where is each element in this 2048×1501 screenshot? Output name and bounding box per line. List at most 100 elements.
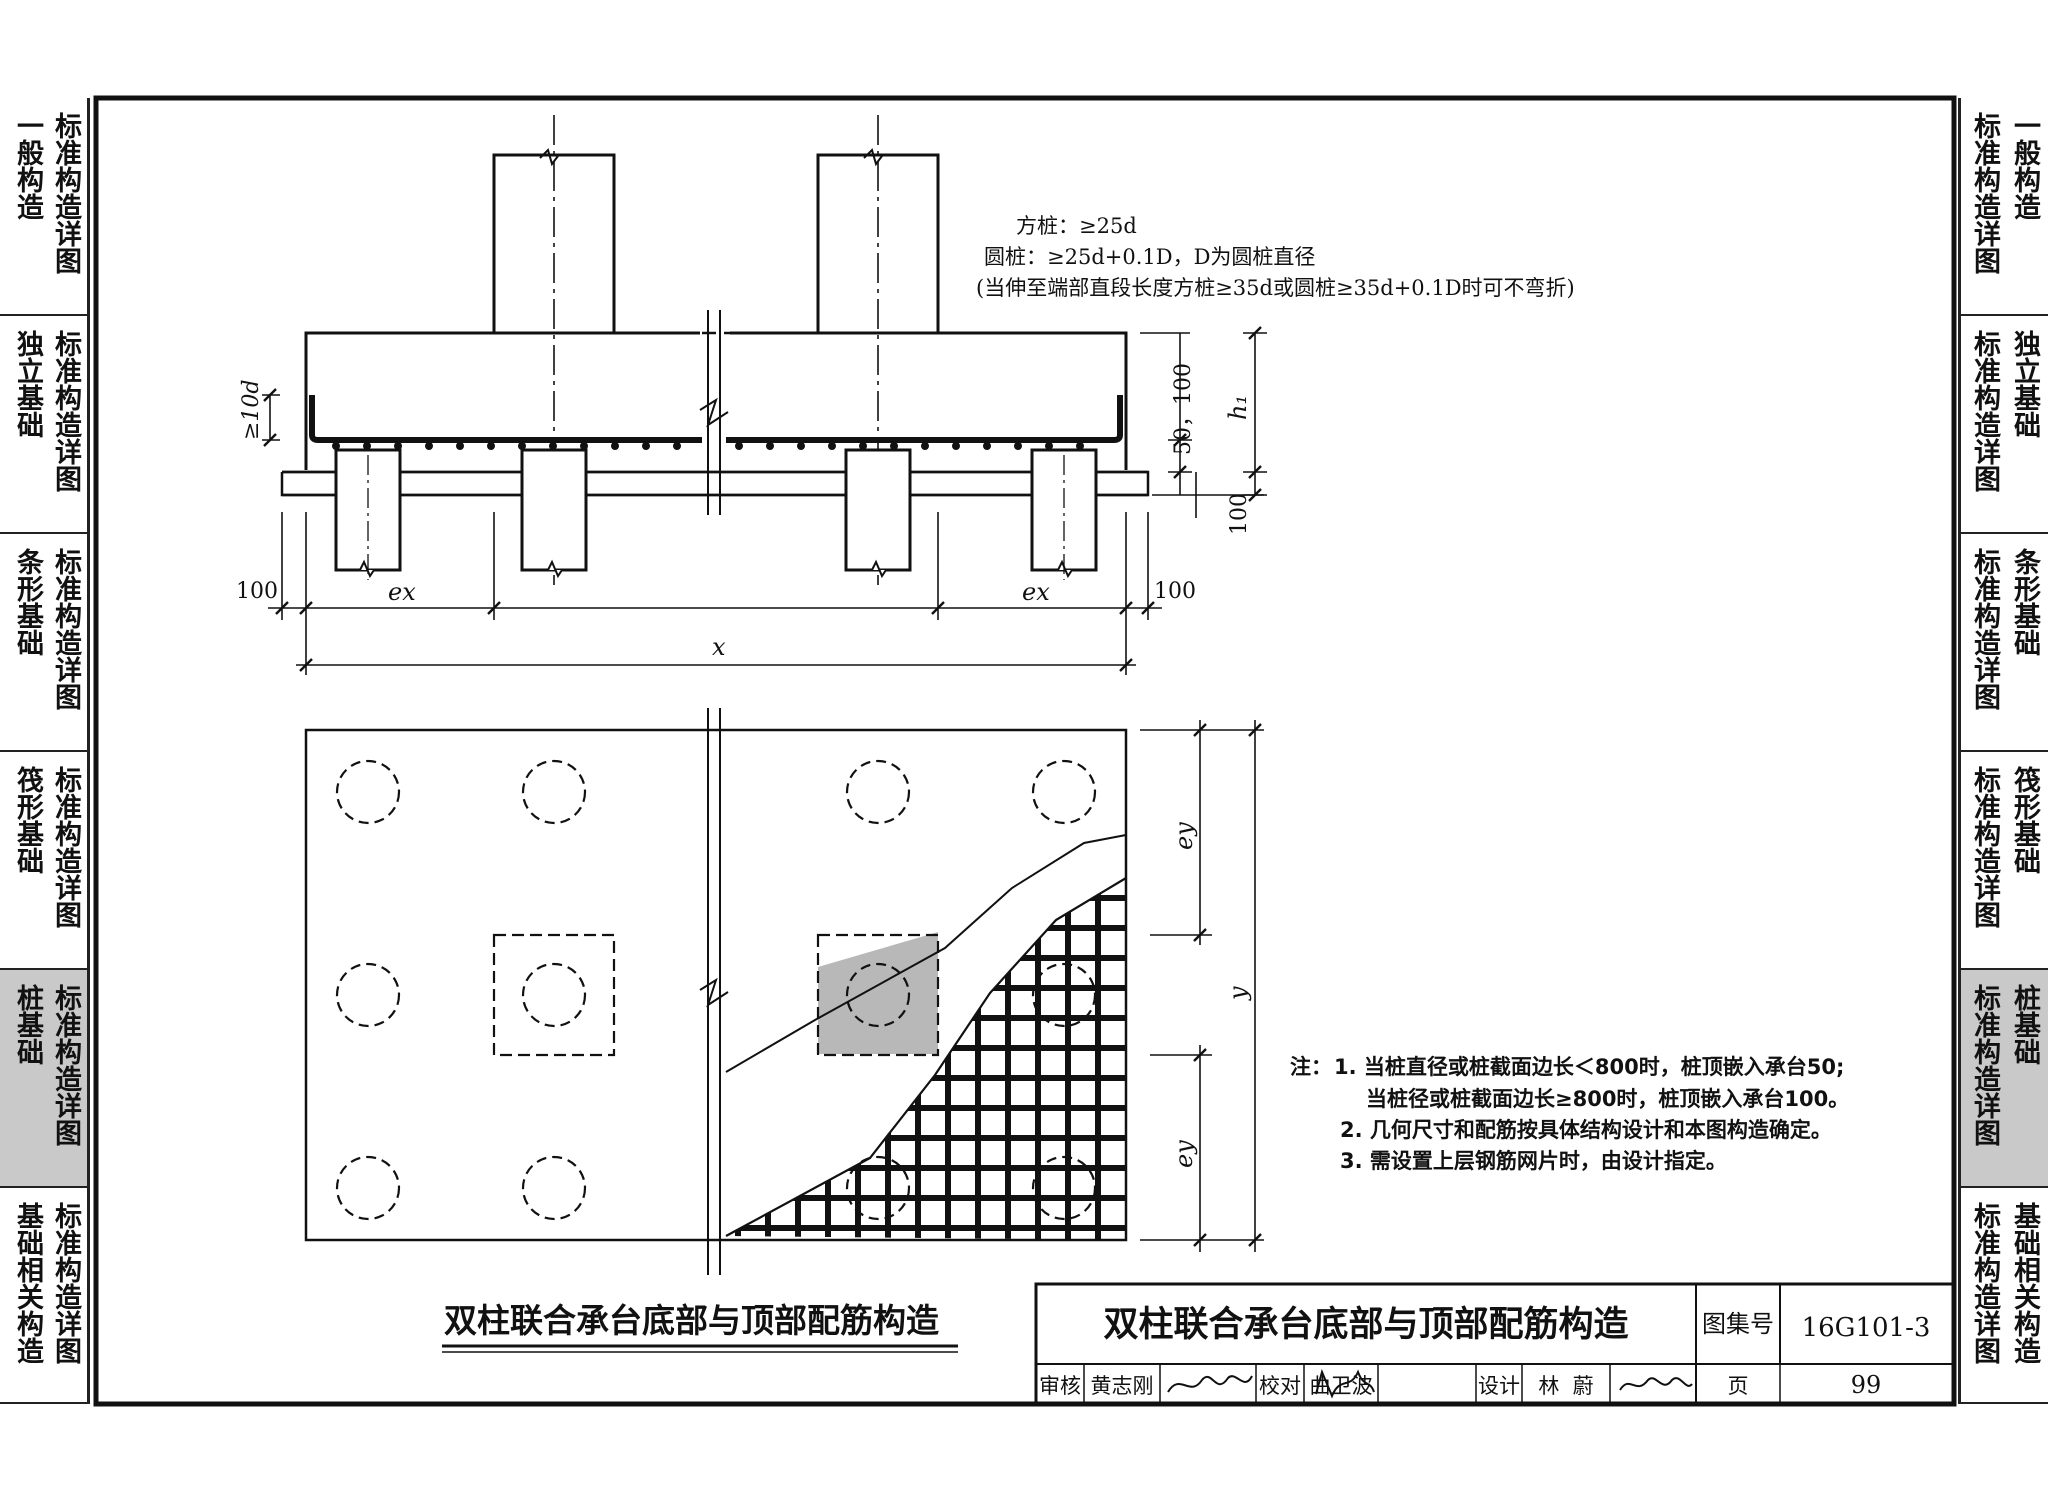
plan-labels: ey ey y (1170, 822, 1252, 1168)
dim-100-left: 100 (236, 579, 278, 604)
notes-prefix: 注： (1290, 1055, 1332, 1079)
side-tab-sub: 标准构造详图 (1969, 766, 2000, 928)
reviewer-signature (1167, 1375, 1253, 1393)
rebar-dot (859, 442, 867, 450)
side-tab-sub: 标准构造详图 (50, 330, 81, 492)
side-tab-label: 筏形基础 (12, 766, 43, 874)
checker-signature (1315, 1368, 1375, 1399)
rebar-dot (766, 442, 774, 450)
rebar-dot (425, 442, 433, 450)
rebar-dot (952, 442, 960, 450)
pile-plan-circle (335, 1155, 401, 1221)
side-tab-left-2[interactable]: 标准构造详图条形基础 (0, 534, 90, 752)
side-tab-sub: 标准构造详图 (50, 984, 81, 1146)
pile-plan-circle (845, 1155, 911, 1221)
section-view (280, 115, 1150, 585)
drawing-title-group: 双柱联合承台底部与顶部配筋构造 (442, 1301, 958, 1353)
side-tab-right-1[interactable]: 标准构造详图独立基础 (1958, 316, 2048, 534)
side-tab-right-3[interactable]: 标准构造详图筏形基础 (1958, 752, 2048, 970)
note-1b: 当桩径或桩截面边长≥800时，桩顶嵌入承台100。 (1366, 1087, 1849, 1111)
title-block (1034, 1282, 1956, 1406)
side-tab-sub: 标准构造详图 (50, 1202, 81, 1364)
pile-plan-circle (521, 759, 587, 825)
bottom-rebar-right (726, 395, 1123, 443)
rebar-dot (921, 442, 929, 450)
dim-x: x (712, 633, 726, 661)
side-tab-label: 一般构造 (2009, 112, 2040, 220)
pile-plan-circle (335, 962, 401, 1028)
bottom-rebar-left (309, 395, 702, 443)
side-tab-right-2[interactable]: 标准构造详图条形基础 (1958, 534, 2048, 752)
side-tab-label: 独立基础 (2009, 330, 2040, 438)
hook-length-label: ≥10d (239, 379, 264, 440)
side-tab-left-4[interactable]: 标准构造详图桩基础 (0, 970, 90, 1188)
side-tab-sub: 标准构造详图 (1969, 548, 2000, 710)
rebar-dot (1045, 442, 1053, 450)
dim-ey-bottom: ey (1170, 1140, 1198, 1168)
dim-ex-left: ex (388, 578, 416, 606)
check-label: 校对 (1259, 1374, 1301, 1398)
designer-signature (1619, 1377, 1693, 1391)
cap-height-label: h₁ (1224, 395, 1252, 420)
title-block-title: 双柱联合承台底部与顶部配筋构造 (1103, 1305, 1628, 1345)
note-1a: 1. 当桩直径或桩截面边长＜800时，桩顶嵌入承台50; (1334, 1055, 1844, 1079)
column-plan-right (816, 933, 940, 1057)
rebar-dot (1014, 442, 1022, 450)
side-tab-left-5[interactable]: 标准构造详图基础相关构造 (0, 1188, 90, 1404)
side-tab-label: 一般构造 (12, 112, 43, 220)
side-tab-sub: 标准构造详图 (1969, 1202, 2000, 1364)
side-tab-label: 桩基础 (12, 984, 43, 1065)
drawing-title: 双柱联合承台底部与顶部配筋构造 (444, 1301, 939, 1340)
column-plan-left (492, 933, 616, 1057)
side-tab-right-4[interactable]: 标准构造详图桩基础 (1958, 970, 2048, 1188)
rebar-dot (549, 442, 557, 450)
pile-plan-circle (845, 962, 911, 1028)
anchorage-note-3: (当伸至端部直段长度方桩≥35d或圆桩≥35d+0.1D时可不弯折) (976, 276, 1575, 300)
side-tab-label: 基础相关构造 (12, 1202, 43, 1364)
side-tab-label: 桩基础 (2009, 984, 2040, 1065)
rebar-dot (1076, 442, 1084, 450)
rebar-dot (828, 442, 836, 450)
dim-ex-right: ex (1022, 578, 1050, 606)
side-tab-sub: 标准构造详图 (1969, 330, 2000, 492)
rebar-dot (456, 442, 464, 450)
rebar-dot (394, 442, 402, 450)
pile-plan-circle (845, 759, 911, 825)
note-2: 2. 几何尺寸和配筋按具体结构设计和本图构造确定。 (1340, 1118, 1832, 1142)
title-block-texts: 双柱联合承台底部与顶部配筋构造 图集号 16G101-3 审核 黄志刚 校对 曲… (1039, 1305, 1930, 1399)
dim-ey-top: ey (1170, 822, 1198, 850)
side-tab-left-3[interactable]: 标准构造详图筏形基础 (0, 752, 90, 970)
rebar-dot (487, 442, 495, 450)
side-tab-sub: 标准构造详图 (50, 766, 81, 928)
pile-plan-circle (1031, 1155, 1097, 1221)
side-tab-right-5[interactable]: 标准构造详图基础相关构造 (1958, 1188, 2048, 1404)
cover-dim-label: 50，100 (1171, 363, 1196, 455)
side-tab-sub: 标准构造详图 (1969, 984, 2000, 1146)
rebar-dot (518, 442, 526, 450)
cushion-dim-label: 100 (1227, 493, 1252, 535)
side-tab-left-1[interactable]: 标准构造详图独立基础 (0, 316, 90, 534)
rebar-dot (890, 442, 898, 450)
side-tab-sub: 标准构造详图 (1969, 112, 2000, 274)
rebar-dot (580, 442, 588, 450)
side-tab-sub: 标准构造详图 (50, 112, 81, 274)
side-tab-left-0[interactable]: 标准构造详图一般构造 (0, 98, 90, 316)
pile-2 (520, 448, 588, 572)
section-labels: 方桩：≥25d 圆桩：≥25d+0.1D，D为圆桩直径 (当伸至端部直段长度方桩… (236, 214, 1575, 661)
rebar-dot (332, 442, 340, 450)
side-tab-right-0[interactable]: 标准构造详图一般构造 (1958, 98, 2048, 316)
side-tab-label: 基础相关构造 (2009, 1202, 2040, 1364)
rebar-dots (332, 442, 1084, 450)
page-label: 页 (1728, 1374, 1749, 1398)
side-tab-label: 条形基础 (2009, 548, 2040, 656)
design-label: 设计 (1478, 1374, 1520, 1398)
pile-plan-circle (335, 759, 401, 825)
checker-name: 曲卫波 (1310, 1374, 1373, 1398)
plan-dimensions (1140, 720, 1264, 1252)
side-tab-label: 独立基础 (12, 330, 43, 438)
rebar-dot (611, 442, 619, 450)
note-3: 3. 需设置上层钢筋网片时，由设计指定。 (1340, 1149, 1727, 1173)
pile-3 (844, 448, 912, 572)
pile-plan-circle (521, 962, 587, 1028)
side-tab-label: 条形基础 (12, 548, 43, 656)
